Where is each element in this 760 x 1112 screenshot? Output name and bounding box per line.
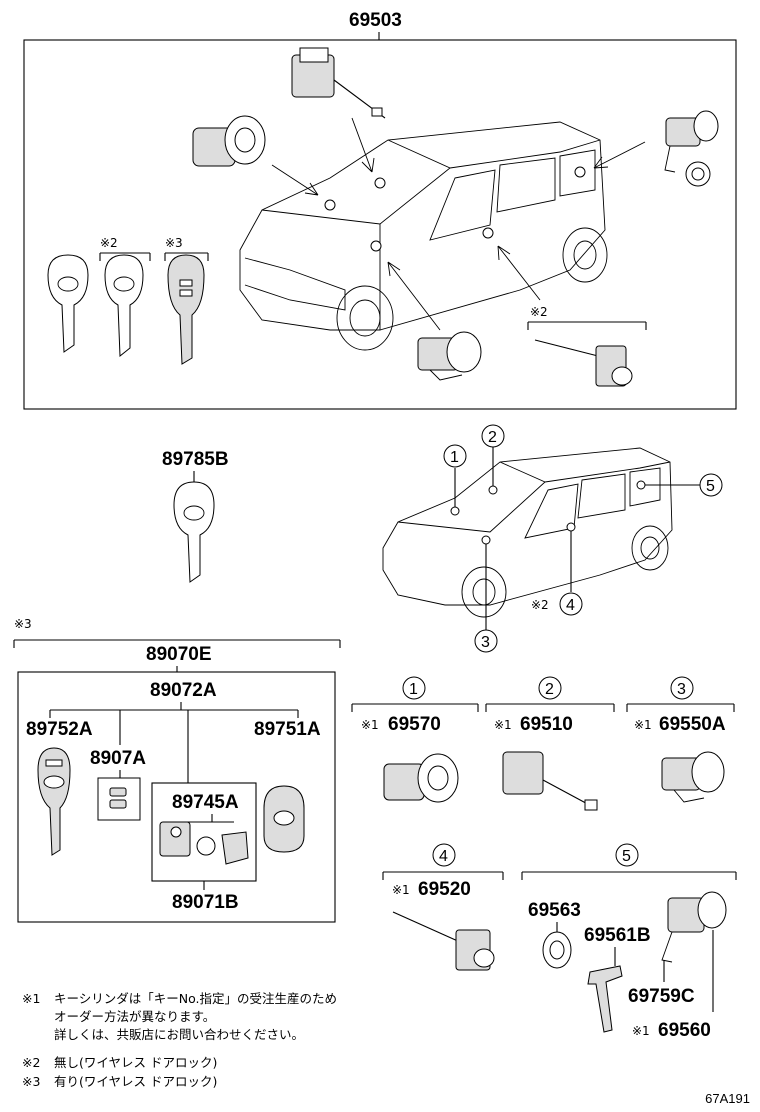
- part-2-mark: ※1: [494, 718, 512, 732]
- remote-key-icon[interactable]: [37, 747, 71, 856]
- part-3-circle: [670, 676, 694, 700]
- key-icon[interactable]: [47, 254, 89, 353]
- single-key-part-no[interactable]: 89785B: [162, 449, 229, 470]
- key-cover-icon[interactable]: [221, 831, 249, 865]
- part-4-circle-label: 4: [439, 848, 448, 865]
- part-1-mark: ※1: [361, 718, 379, 732]
- part-2-circle: [538, 676, 562, 700]
- footnote-2-mark: ※2: [22, 1055, 41, 1070]
- vehicle-illustration-middle: [382, 447, 673, 618]
- part-5-circle-label: 5: [622, 848, 631, 865]
- callout-circle: [474, 629, 498, 653]
- callout-3: 3: [481, 634, 490, 651]
- footnote-3-mark: ※3: [22, 1074, 41, 1089]
- set-right-part-no[interactable]: 89751A: [254, 719, 321, 740]
- circuit-board-icon[interactable]: [159, 821, 191, 857]
- footnote-1-line-2: オーダー方法が異なります。: [54, 1009, 216, 1024]
- footnote-1-line-1: キーシリンダは「キーNo.指定」の受注生産のため: [54, 991, 338, 1006]
- callout-1: 1: [450, 449, 459, 466]
- back-door-cylinder-icon[interactable]: [661, 891, 727, 963]
- key-icon[interactable]: [173, 481, 215, 583]
- footnote-3-line-1: 有り(ワイヤレス ドアロック): [54, 1074, 218, 1089]
- callout-5: 5: [706, 478, 715, 495]
- footnote-3: ※3 有り(ワイヤレス ドアロック): [22, 1073, 217, 1091]
- part-5-no-a[interactable]: 69563: [528, 900, 581, 921]
- set-sub-bottom-part-no[interactable]: 89071B: [172, 892, 239, 913]
- set-inner-part-no[interactable]: 89072A: [150, 680, 217, 701]
- part-3-no[interactable]: 69550A: [659, 714, 726, 735]
- key-fob-icon[interactable]: [263, 785, 305, 853]
- callout-circle: [559, 592, 583, 616]
- set-mid-part-no[interactable]: 8907A: [90, 748, 146, 769]
- set-outer-part-no[interactable]: 89070E: [146, 644, 212, 665]
- ignition-cylinder-icon[interactable]: [383, 753, 459, 803]
- key-transponder-icon[interactable]: [97, 777, 141, 821]
- part-4-no[interactable]: 69520: [418, 879, 471, 900]
- part-4-mark: ※1: [392, 883, 410, 897]
- part-5-circle: [615, 843, 639, 867]
- back-door-lock-icon[interactable]: [664, 110, 719, 187]
- lock-lever-icon[interactable]: [587, 965, 623, 1033]
- part-2-circle-label: 2: [545, 681, 554, 698]
- top-note-right: ※3: [165, 236, 183, 250]
- set-group-note: ※3: [14, 617, 32, 631]
- callout-circle: [443, 444, 467, 468]
- glove-lock-icon[interactable]: [417, 331, 482, 381]
- footnote-1-mark: ※1: [22, 991, 41, 1006]
- footnote-1: ※1 キーシリンダは「キーNo.指定」の受注生産のため オーダー方法が異なります。…: [22, 990, 337, 1044]
- part-5-mark: ※1: [632, 1024, 650, 1038]
- remote-key-icon[interactable]: [167, 254, 205, 365]
- hood-lock-icon[interactable]: [291, 47, 386, 119]
- part-5-no-d[interactable]: 69560: [658, 1020, 711, 1041]
- part-1-circle: [402, 676, 426, 700]
- part-5-no-b[interactable]: 69561B: [584, 925, 651, 946]
- figure-code: 67A191: [705, 1091, 750, 1106]
- set-left-part-no[interactable]: 89752A: [26, 719, 93, 740]
- battery-icon[interactable]: [196, 836, 216, 856]
- key-icon[interactable]: [104, 254, 144, 358]
- door-lock-cylinder-icon[interactable]: [392, 911, 495, 971]
- callout-4-note: ※2: [531, 598, 549, 612]
- footnote-2: ※2 無し(ワイヤレス ドアロック): [22, 1054, 217, 1072]
- part-1-no[interactable]: 69570: [388, 714, 441, 735]
- callout-circle: [699, 473, 723, 497]
- set-group-box: [17, 671, 336, 923]
- part-1-circle-label: 1: [409, 681, 418, 698]
- part-3-circle-label: 3: [677, 681, 686, 698]
- glove-box-lock-icon[interactable]: [661, 751, 725, 803]
- part-3-mark: ※1: [634, 718, 652, 732]
- vehicle-illustration-top: [239, 121, 608, 351]
- door-lock-note: ※2: [530, 305, 548, 319]
- arrows-top: [271, 117, 646, 331]
- top-group-box: [23, 39, 737, 410]
- callout-circle: [481, 424, 505, 448]
- set-sub-part-no[interactable]: 89745A: [172, 792, 239, 813]
- gasket-ring-icon[interactable]: [542, 931, 572, 969]
- callout-4: 4: [566, 597, 575, 614]
- top-note-left: ※2: [100, 236, 118, 250]
- part-2-no[interactable]: 69510: [520, 714, 573, 735]
- footnote-2-line-1: 無し(ワイヤレス ドアロック): [54, 1055, 218, 1070]
- top-group-part-no[interactable]: 69503: [349, 10, 402, 31]
- part-5-no-c[interactable]: 69759C: [628, 986, 695, 1007]
- footnote-1-line-3: 詳しくは、共販店にお問い合わせください。: [54, 1027, 305, 1042]
- callout-2: 2: [488, 429, 497, 446]
- hood-lock-icon[interactable]: [502, 751, 598, 811]
- part-4-circle: [432, 843, 456, 867]
- lock-cylinder-icon[interactable]: [192, 115, 266, 167]
- door-lock-icon[interactable]: [534, 339, 633, 387]
